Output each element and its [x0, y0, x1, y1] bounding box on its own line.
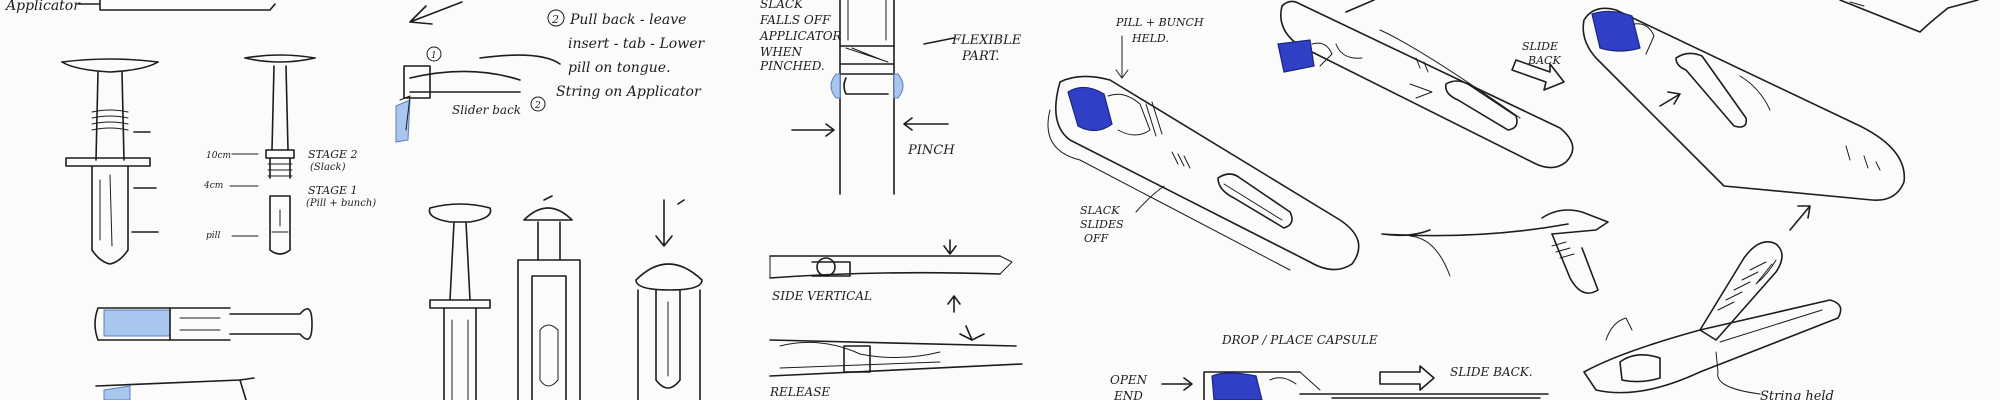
label-slide-back-1a: SLIDE — [1522, 40, 1558, 53]
applicator-heading: Applicator — [4, 0, 276, 14]
label-size-10: 10cm — [206, 151, 231, 161]
vertical-applicator-left — [61, 58, 159, 265]
arrow-top — [409, 1, 463, 25]
step-2-number: 2 — [551, 13, 559, 26]
slack-line-c: APPLICATOR — [759, 29, 842, 43]
slack-note: SLACK FALLS OFF APPLICATOR WHEN PINCHED. — [759, 0, 842, 73]
label-size-4: 4cm — [203, 181, 223, 191]
label-pinch: PINCH — [907, 143, 955, 158]
label-release: RELEASE — [769, 385, 830, 399]
label-open-end-a: OPEN — [1110, 373, 1148, 387]
label-slide-back-2: SLIDE BACK. — [1450, 365, 1533, 379]
label-string-held: String held — [1760, 389, 1834, 400]
slack-line-d: WHEN — [760, 45, 803, 59]
label-slider-back: Slider back — [452, 103, 521, 117]
circle-1-number: 1 — [431, 51, 437, 61]
vertical-applicator-right: STAGE 2 (Slack) STAGE 1 (Pill + bunch) 1… — [203, 54, 376, 255]
label-flexible-b: PART. — [961, 49, 999, 64]
release-view: RELEASE — [769, 325, 1023, 399]
horizontal-applicator-2 — [95, 377, 255, 400]
long-applicator-1: SLACK SLIDES OFF — [1047, 75, 1360, 271]
horizontal-applicator-1 — [94, 307, 313, 341]
slider-mechanism-sketch: 1 2 Slider back — [395, 46, 561, 143]
pill-bunch-line-a: PILL + BUNCH — [1115, 16, 1204, 29]
label-flexible-a: FLEXIBLE — [951, 33, 1022, 48]
long-applicator-2: SLIDE BACK — [1277, 0, 1574, 169]
slack-line-a: SLACK — [760, 0, 804, 11]
label-side-vertical: SIDE VERTICAL — [772, 289, 872, 303]
label-stage2-sub: (Slack) — [310, 162, 346, 173]
slack-slides-line-c: OFF — [1084, 232, 1109, 245]
label-size-pill: pill — [206, 231, 221, 241]
circle-2-number: 2 — [534, 101, 541, 111]
label-drop-place: DROP / PLACE CAPSULE — [1221, 333, 1378, 347]
pill-bunch-line-b: HELD. — [1131, 32, 1169, 45]
step-2-notes: 2 Pull back - leave insert - tab - Lower… — [547, 9, 705, 100]
label-slide-back-1b: BACK — [1527, 54, 1561, 67]
pill-bunch-note: PILL + BUNCH HELD. — [1115, 16, 1204, 79]
tall-applicator-2 — [517, 195, 581, 400]
angled-cap-sketch — [1381, 209, 1609, 294]
step-3-line: String on Applicator — [556, 84, 702, 100]
pinch-applicator: FLEXIBLE PART. PINCH — [791, 0, 1022, 195]
step-2-line-b: insert - tab - Lower — [568, 36, 705, 52]
slack-slides-line-b: SLIDES — [1080, 218, 1124, 231]
label-stage2: STAGE 2 — [308, 148, 358, 161]
tall-applicator-3 — [635, 199, 703, 400]
tall-applicator-1 — [428, 203, 492, 400]
drop-capsule-sketch: DROP / PLACE CAPSULE OPEN END SLIDE BACK… — [1110, 333, 1549, 400]
label-applicator: Applicator — [4, 0, 81, 14]
slack-line-b: FALLS OFF — [759, 13, 831, 27]
label-open-end-b: END — [1113, 389, 1143, 400]
step-2-line-c: pill on tongue. — [568, 60, 671, 76]
step-2-line-a: Pull back - leave — [569, 12, 686, 28]
long-applicator-3 — [1582, 0, 1979, 231]
slack-line-e: PINCHED. — [759, 59, 825, 73]
slack-slides-line-a: SLACK — [1080, 204, 1120, 217]
label-stage1: STAGE 1 — [308, 184, 358, 197]
open-applicator: String held — [1583, 241, 1842, 400]
label-stage1-sub: (Pill + bunch) — [306, 198, 376, 209]
side-vertical-view: SIDE VERTICAL — [769, 239, 1013, 313]
